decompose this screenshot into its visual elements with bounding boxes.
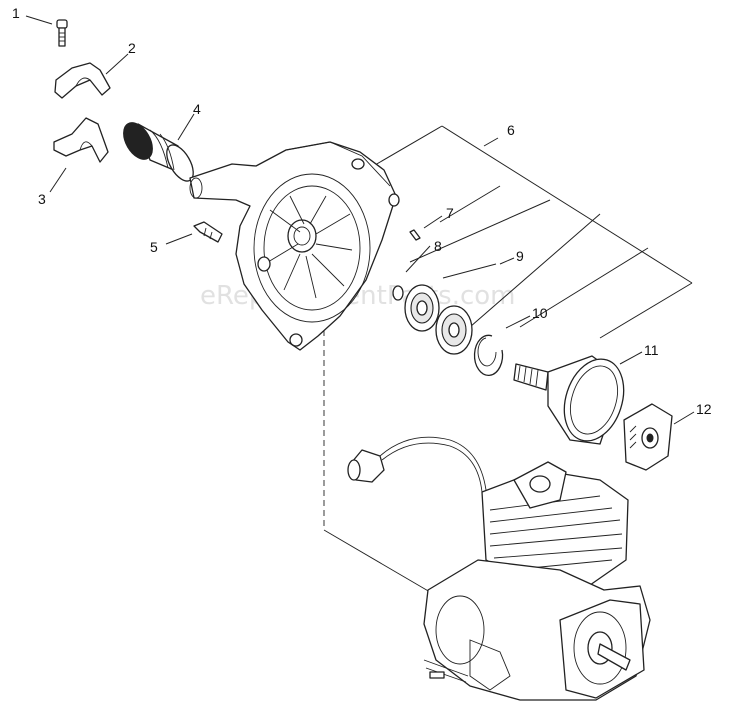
part-1-screw[interactable]	[56, 19, 68, 47]
callout-2: 2	[128, 40, 136, 56]
group-6-bracket-lines	[374, 125, 693, 341]
callout-labels: 1 2 3 4 5 6 7 8 9 10 11 12	[12, 5, 712, 417]
part-3-clamp-lower[interactable]	[53, 117, 109, 163]
callout-10: 10	[532, 305, 548, 321]
callout-leaders	[25, 15, 695, 425]
callout-11: 11	[644, 342, 659, 358]
part-6-clutch-housing[interactable]	[189, 141, 400, 351]
callout-1: 1	[12, 5, 20, 21]
part-11-clutch-drum[interactable]	[513, 351, 634, 448]
part-7-pin[interactable]	[409, 229, 421, 241]
callout-3: 3	[38, 191, 46, 207]
callout-9: 9	[516, 248, 524, 264]
callout-5: 5	[150, 239, 158, 255]
engine-assembly[interactable]	[347, 436, 651, 701]
callout-6: 6	[507, 122, 515, 138]
part-4-grommet[interactable]	[118, 118, 199, 186]
callout-12: 12	[696, 401, 712, 417]
part-12-clutch-assembly[interactable]	[623, 403, 673, 471]
part-5-bolt[interactable]	[193, 221, 223, 243]
part-2-clamp-upper[interactable]	[54, 62, 111, 99]
part-9-bearing[interactable]	[435, 305, 473, 355]
callout-8: 8	[434, 238, 442, 254]
callout-4: 4	[193, 101, 201, 117]
part-10-snap-ring[interactable]	[473, 334, 504, 377]
callout-7: 7	[446, 205, 454, 221]
part-8-bearing[interactable]	[392, 284, 440, 332]
alignment-lines	[323, 320, 431, 593]
